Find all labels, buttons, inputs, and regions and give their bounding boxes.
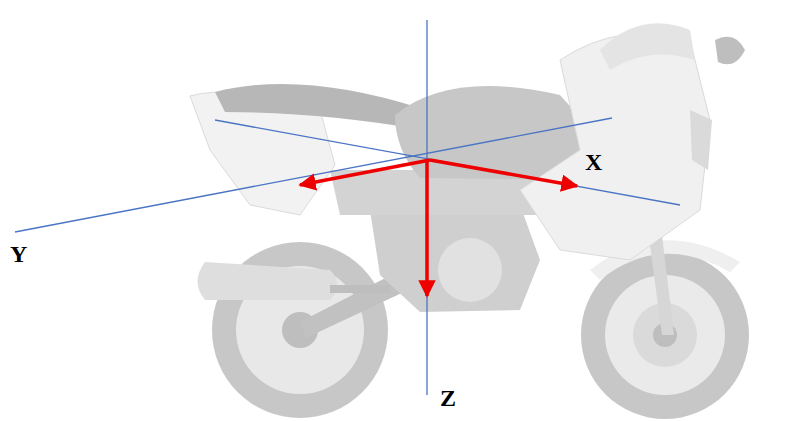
motorcycle-picture	[190, 23, 749, 419]
x-arrow	[430, 160, 577, 186]
y-axis-line	[15, 118, 612, 232]
axis-label: Y	[10, 242, 27, 266]
z-arrow	[425, 160, 429, 296]
axis-label: X	[585, 150, 602, 174]
z-axis-line	[426, 20, 427, 395]
axis-arrows	[300, 160, 577, 296]
axis-label: Z	[440, 386, 456, 410]
y-arrow	[300, 160, 430, 185]
axis-lines	[15, 20, 680, 395]
x-axis-line	[215, 120, 680, 205]
